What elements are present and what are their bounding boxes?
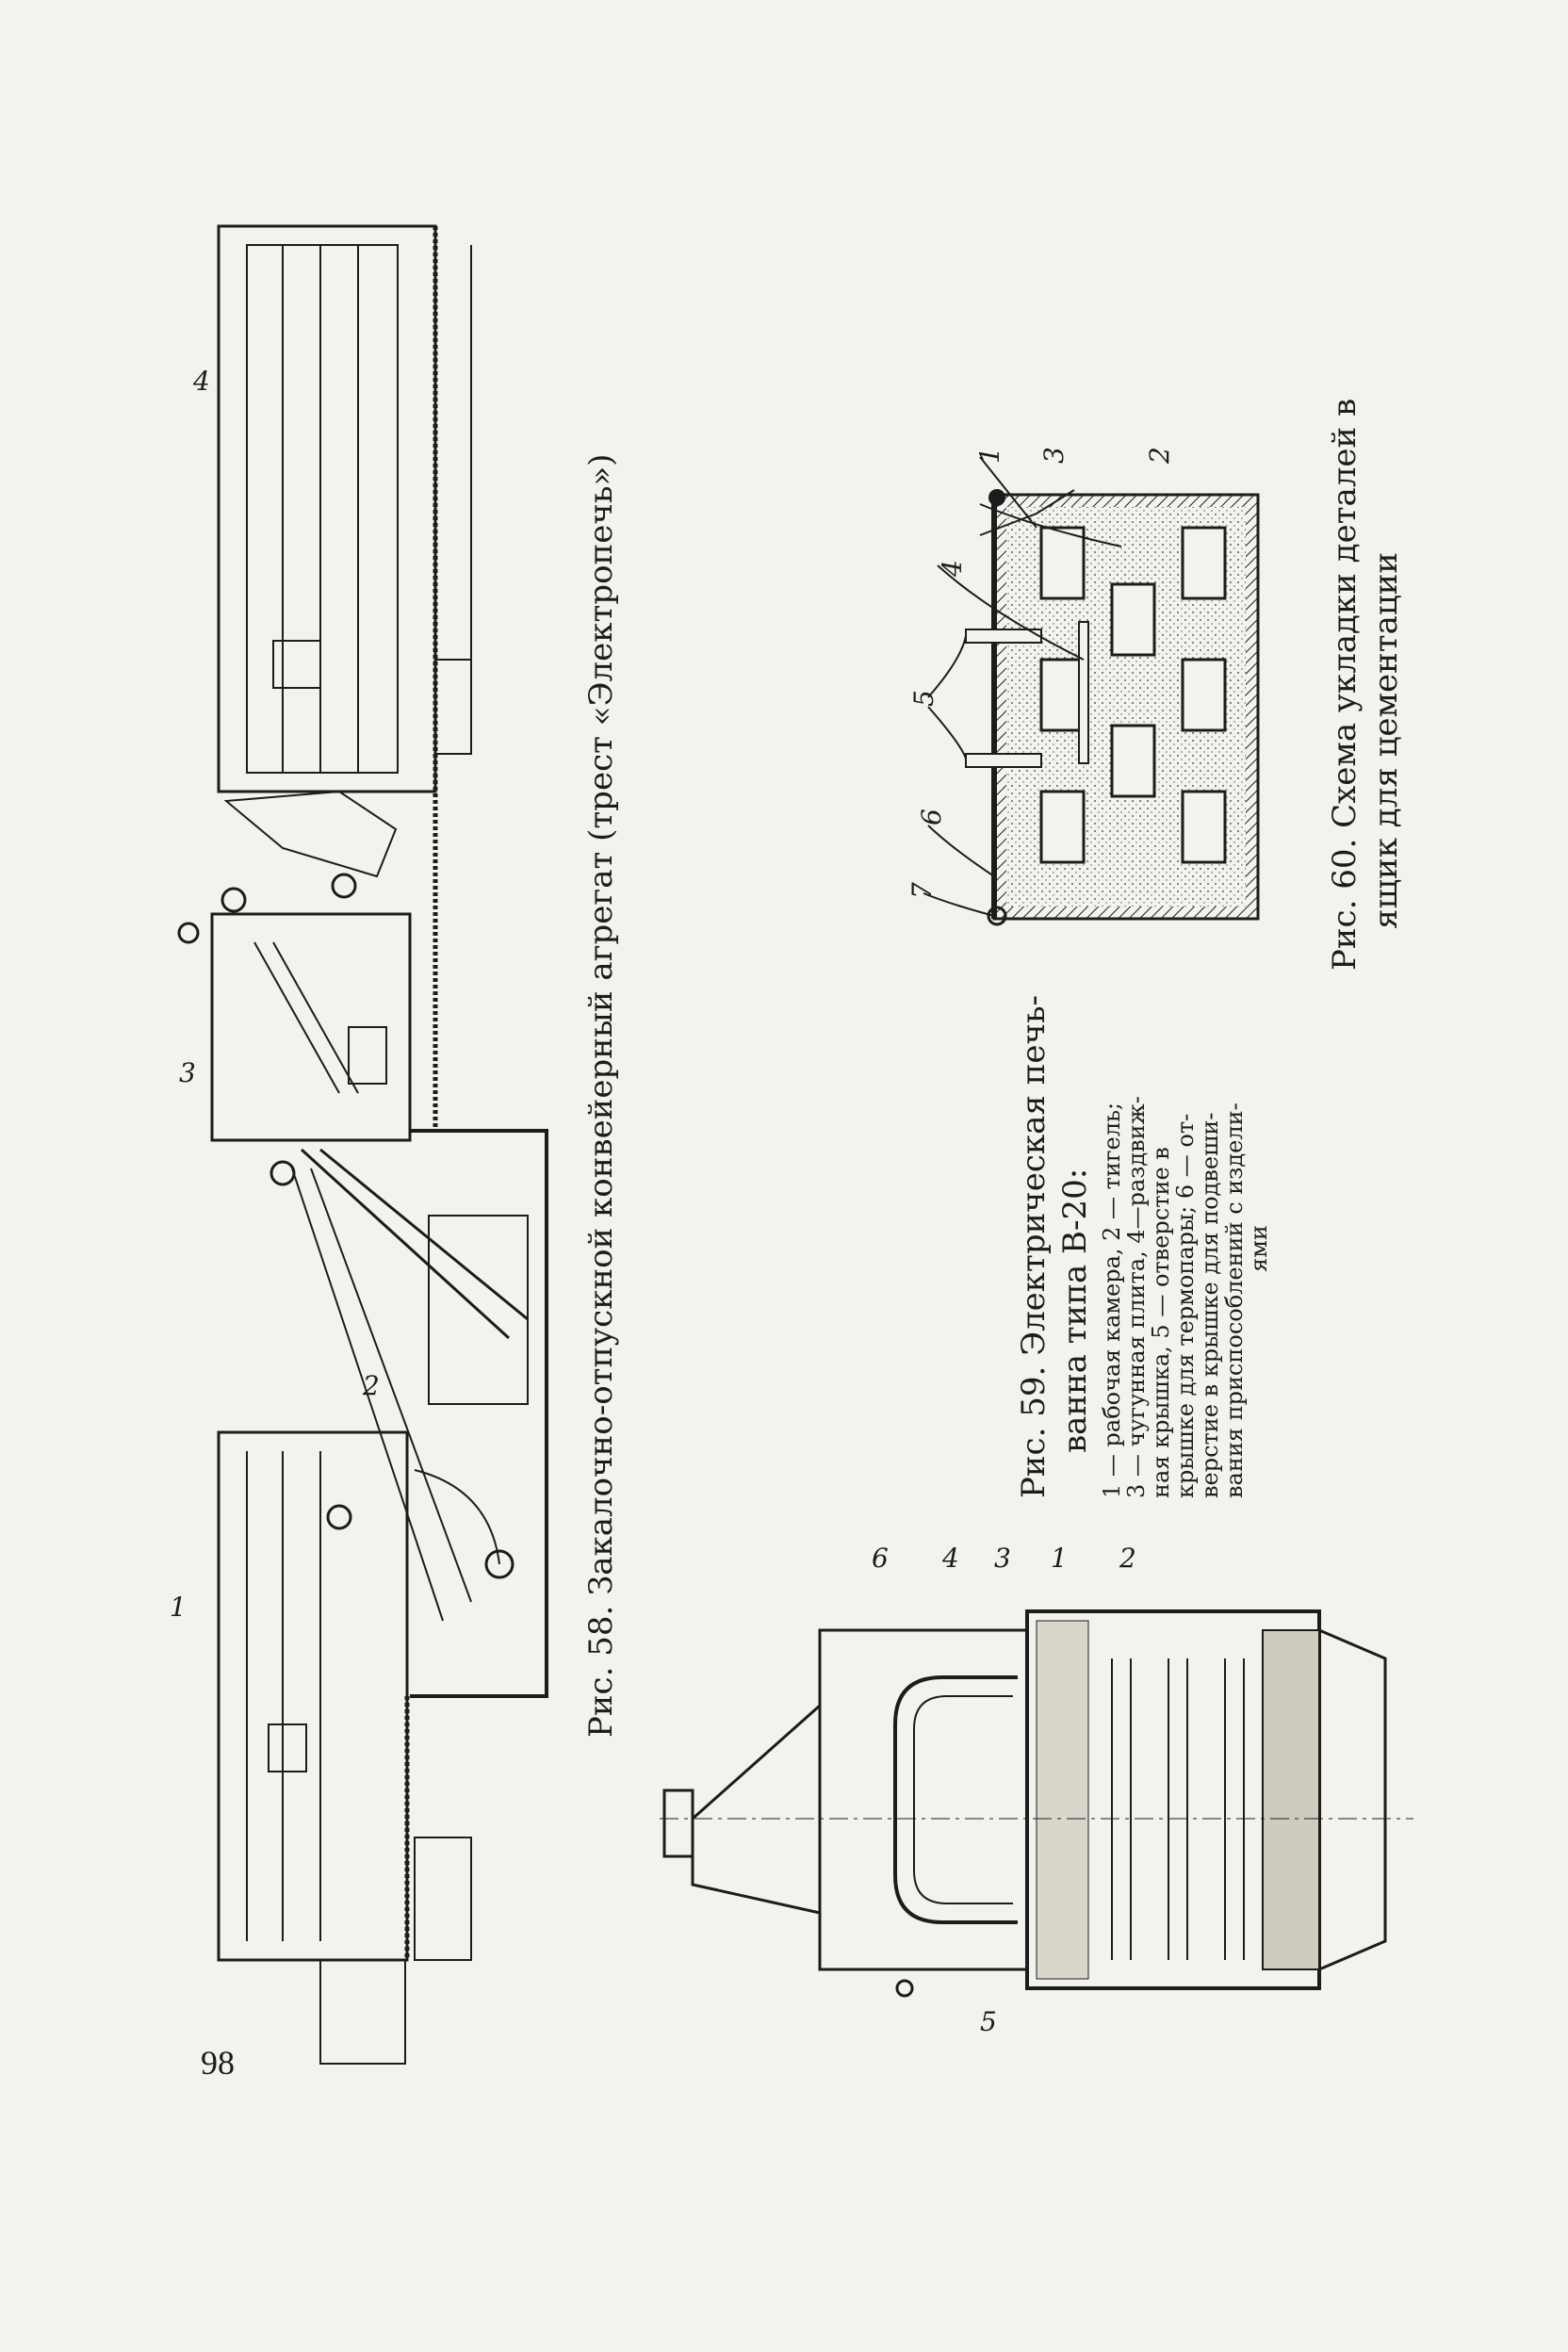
svg-text:5: 5 (908, 690, 939, 707)
svg-text:2: 2 (362, 1370, 380, 1401)
svg-text:6: 6 (872, 1543, 889, 1574)
svg-text:7: 7 (906, 882, 938, 899)
svg-text:4: 4 (937, 560, 968, 578)
svg-text:1: 1 (974, 447, 1005, 464)
svg-text:3: 3 (994, 1543, 1011, 1574)
fig60-caption-line2: ящик для цементации (1367, 551, 1405, 929)
page-number: 98 (201, 2044, 235, 2082)
svg-text:2: 2 (1144, 447, 1175, 465)
fig60-caption-line1: Рис. 60. Схема укладки деталей в (1326, 398, 1364, 971)
svg-text:4: 4 (941, 1543, 959, 1574)
fig60-caption: Рис. 60. Схема укладки деталей в ящик дл… (1324, 399, 1407, 971)
svg-text:5: 5 (980, 2006, 997, 2037)
svg-text:4: 4 (192, 366, 210, 397)
svg-text:3: 3 (1038, 447, 1070, 464)
svg-text:2: 2 (1119, 1543, 1136, 1574)
svg-text:6: 6 (916, 808, 947, 825)
svg-text:1: 1 (170, 1592, 187, 1623)
svg-text:3: 3 (179, 1057, 196, 1088)
svg-text:1: 1 (1051, 1543, 1068, 1574)
